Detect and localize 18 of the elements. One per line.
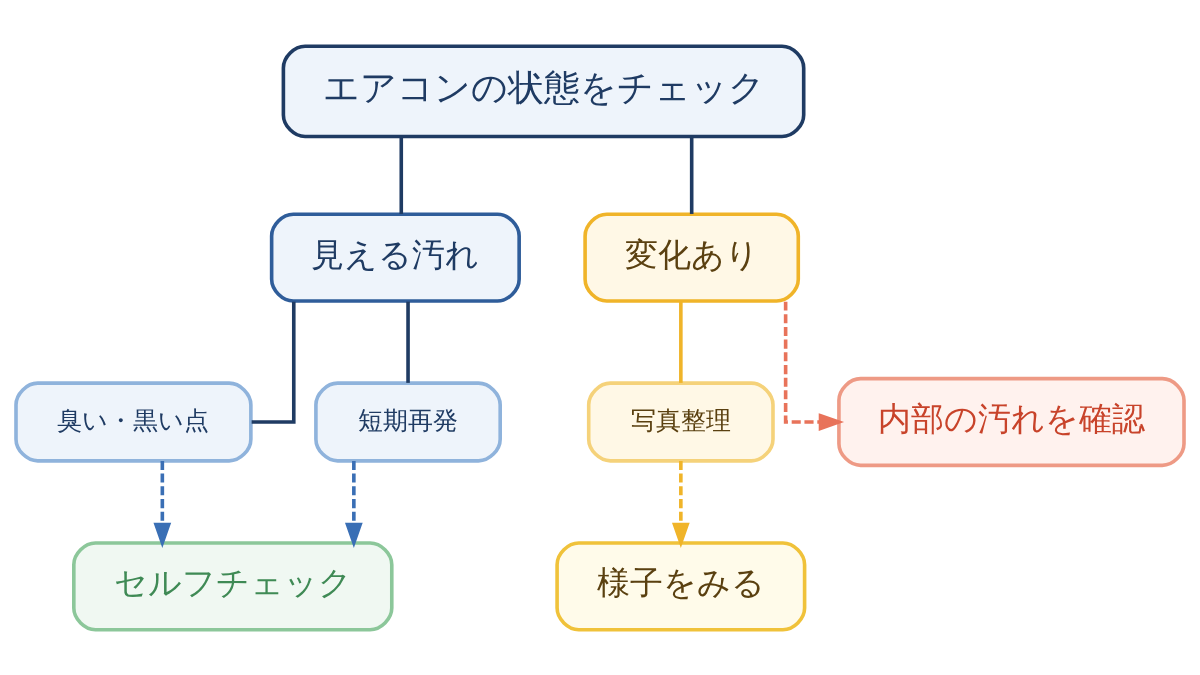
node-box: エアコンの状態をチェック [281, 43, 806, 138]
connector [406, 301, 410, 383]
node-box: 内部の汚れを確認 [837, 376, 1186, 467]
node-box: 短期再発 [314, 380, 502, 463]
node-box: 見える汚れ [269, 211, 521, 303]
connector [399, 136, 404, 214]
node-box: セルフチェック [72, 540, 394, 632]
connector [689, 136, 694, 214]
node-box: 写真整理 [586, 380, 775, 463]
node-box: 様子をみる [555, 540, 807, 632]
connector [251, 301, 296, 424]
arrow [344, 460, 363, 548]
connector [679, 301, 683, 383]
node-box: 臭い・黒い点 [14, 380, 253, 463]
arrow [783, 301, 845, 431]
node-box: 変化あり [583, 211, 801, 303]
arrow [153, 460, 172, 548]
arrow [671, 460, 690, 548]
